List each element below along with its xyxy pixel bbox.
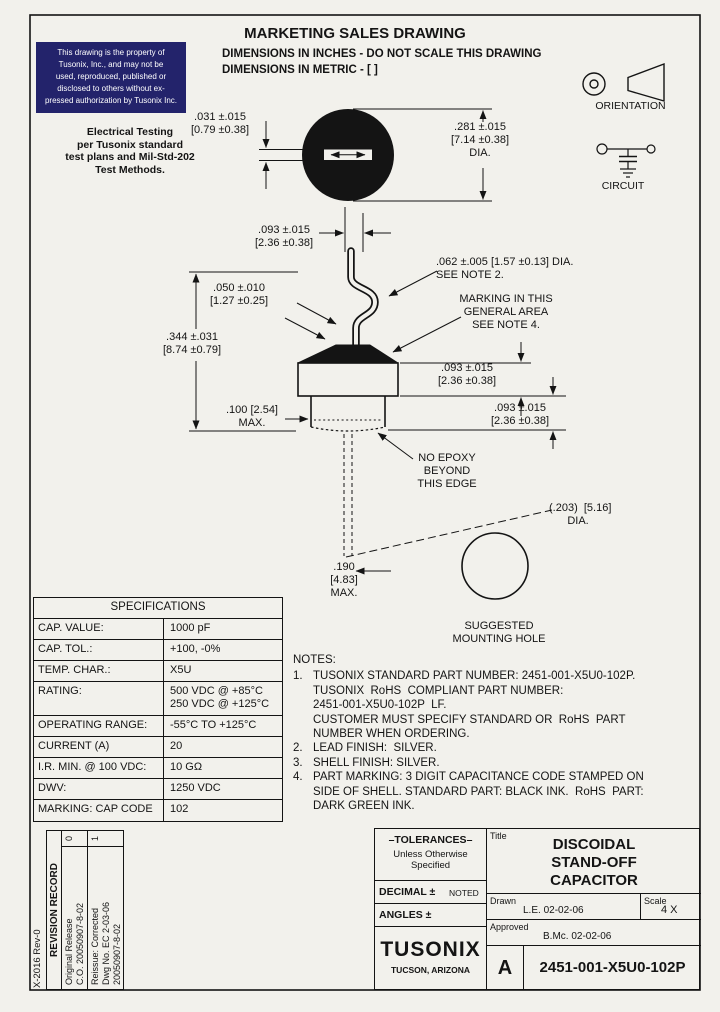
company-logo-box: TUSONIX TUCSON, ARIZONA	[375, 927, 487, 989]
property-notice: This drawing is the property of Tusonix,…	[36, 42, 186, 113]
dim-shell-height-label: .093 ±.015 [2.36 ±0.38]	[437, 362, 497, 387]
note-item-4: 4. PART MARKING: 3 DIGIT CAPACITANCE COD…	[293, 771, 644, 813]
drawn-box: Drawn L.E. 02-02-06	[487, 894, 641, 920]
dimensions-metric-note: DIMENSIONS IN METRIC - [ ]	[222, 64, 378, 76]
part-number: 2451-001-X5U0-102P	[539, 959, 686, 976]
spec-row-current: CURRENT (A) 20	[34, 737, 282, 758]
dim-bend-label: .050 ±.010 [1.27 ±0.25]	[209, 282, 269, 307]
capacitor-body	[297, 344, 399, 432]
spec-row-marking: MARKING: CAP CODE 102	[34, 800, 282, 821]
scale-box: Scale 4 X	[641, 894, 701, 920]
note-item-3: 3. SHELL FINISH: SILVER.	[293, 756, 440, 769]
dim-disc-dia-label: .281 ±.015 [7.14 ±0.38] DIA.	[450, 121, 510, 159]
dimension-lines	[189, 108, 566, 575]
dim-hole-dia-label: (.203) [5.16] DIA.	[549, 502, 612, 527]
spec-row-ir-min: I.R. MIN. @ 100 VDC: 10 GΩ	[34, 758, 282, 779]
marking-area-label: MARKING IN THIS GENERAL AREA SEE NOTE 4.	[459, 293, 553, 331]
dim-lead-dia-label: .062 ±.005 [1.57 ±0.13] DIA. SEE NOTE 2.	[436, 256, 574, 281]
spec-table-title: SPECIFICATIONS	[34, 598, 282, 619]
dim-slot-label: .031 ±.015 [0.79 ±0.38]	[190, 111, 250, 136]
approved-box: Approved B.Mc. 02-02-06	[487, 920, 701, 946]
sheet-border	[29, 14, 701, 991]
size-box: A	[487, 946, 524, 989]
notes-heading: NOTES:	[293, 654, 336, 666]
mounting-hole-label: SUGGESTED MOUNTING HOLE	[452, 620, 546, 645]
dim-skirt-height-label: .093 ±.015 [2.36 ±0.38]	[490, 402, 550, 427]
form-number: X-2016 Rev-0	[32, 929, 43, 988]
dim-lead-length-label: .190 [4.83] MAX.	[330, 561, 358, 599]
company-location: TUCSON, ARIZONA	[390, 965, 470, 975]
top-view-disc	[302, 109, 394, 201]
notes-section: NOTES: 1. TUSONIX STANDARD PART NUMBER: …	[293, 653, 697, 813]
orientation-icon	[582, 62, 665, 102]
spec-row-cap-tol: CAP. TOL.: +100, -0%	[34, 640, 282, 661]
spec-row-dwv: DWV: 1250 VDC	[34, 779, 282, 800]
title-block: –TOLERANCES– Unless Otherwise Specified …	[374, 828, 701, 990]
no-epoxy-label: NO EPOXY BEYOND THIS EDGE	[417, 452, 477, 490]
electrical-testing-note: Electrical Testing per Tusonix standard …	[65, 126, 195, 176]
dim-skirt-inset-label: .100 [2.54] MAX.	[226, 404, 278, 429]
spec-row-cap-value: CAP. VALUE: 1000 pF	[34, 619, 282, 640]
tolerances-box: –TOLERANCES– Unless Otherwise Specified	[375, 829, 487, 881]
angles-tolerance-box: ANGLES ±	[375, 904, 487, 927]
circuit-icon	[596, 143, 656, 178]
dim-overall-height-label: .344 ±.031 [8.74 ±0.79]	[162, 331, 222, 356]
orientation-label: ORIENTATION	[595, 100, 666, 112]
note-item-1: 1. TUSONIX STANDARD PART NUMBER: 2451-00…	[293, 670, 636, 741]
dim-lead-offset-label: .093 ±.015 [2.36 ±0.38]	[254, 224, 314, 249]
spec-row-rating: RATING: 500 VDC @ +85°C 250 VDC @ +125°C	[34, 682, 282, 716]
circuit-label: CIRCUIT	[601, 180, 645, 192]
dimensions-inches-note: DIMENSIONS IN INCHES - DO NOT SCALE THIS…	[222, 48, 542, 60]
decimal-tolerance-box: DECIMAL ± NOTED	[375, 881, 487, 904]
drawing-title: MARKETING SALES DRAWING	[244, 25, 466, 42]
spec-row-operating-range: OPERATING RANGE: -55°C TO +125°C	[34, 716, 282, 737]
note-item-2: 2. LEAD FINISH: SILVER.	[293, 742, 437, 755]
part-title: DISCOIDAL STAND-OFF CAPACITOR	[550, 836, 638, 889]
part-number-box: 2451-001-X5U0-102P	[524, 946, 701, 989]
specifications-table: SPECIFICATIONS CAP. VALUE: 1000 pF CAP. …	[33, 597, 283, 822]
lead-wire	[347, 247, 379, 353]
company-logo: TUSONIX	[380, 938, 481, 961]
mounting-hole-circle	[461, 532, 529, 600]
drawing-title-box: Title DISCOIDAL STAND-OFF CAPACITOR	[487, 829, 701, 894]
spec-row-temp-char: TEMP. CHAR.: X5U	[34, 661, 282, 682]
